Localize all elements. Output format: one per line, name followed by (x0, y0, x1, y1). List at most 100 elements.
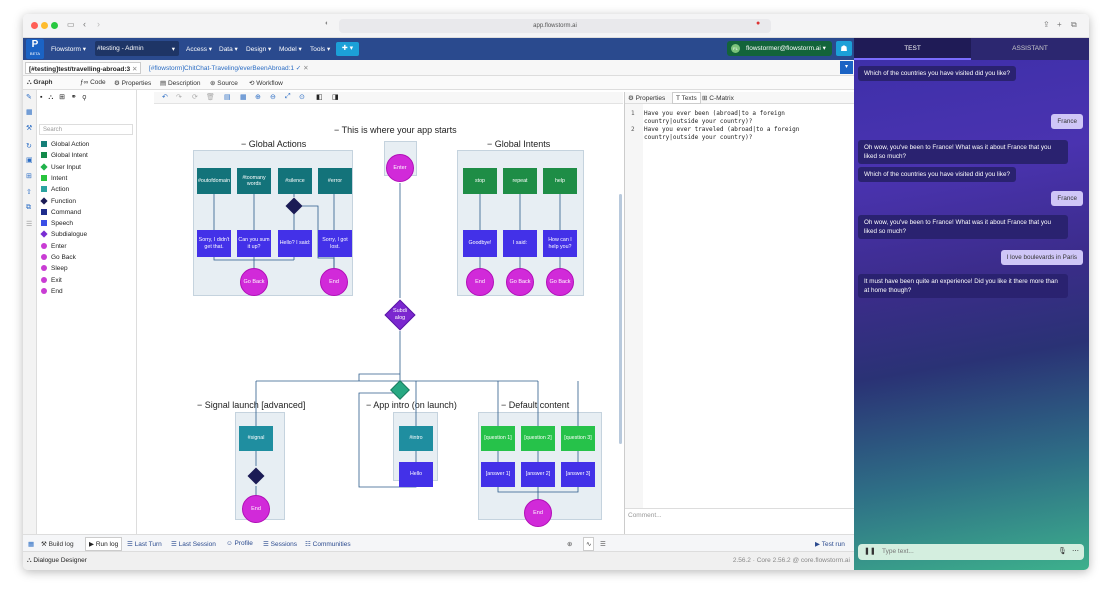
palette-item-global-action[interactable]: Global Action (41, 141, 89, 148)
nodes-icon[interactable]: ⊞ (59, 94, 65, 101)
profile-button[interactable]: ☺ Profile (226, 540, 253, 547)
speech-sum-up[interactable]: Can you sum it up? (237, 230, 271, 257)
speech-i-said[interactable]: I said: (503, 230, 537, 257)
build-log-button[interactable]: ⚒ Build log (41, 541, 74, 548)
menu-data[interactable]: Data ▾ (219, 46, 238, 53)
user-menu[interactable]: FL flowstormer@flowstorm.ai ▾ (727, 41, 832, 56)
url-bar[interactable]: app.flowstorm.ai (339, 19, 771, 33)
end-node[interactable]: End (320, 268, 348, 296)
expand-icon[interactable]: ⤢ (285, 93, 291, 100)
split-left-icon[interactable]: ◧ (316, 94, 323, 101)
question-1-intent[interactable]: [question 1] (481, 426, 515, 451)
error-action[interactable]: #error (318, 168, 352, 194)
fit-icon[interactable]: ▤ (224, 94, 231, 101)
toomanywords-action[interactable]: #toomany words (237, 168, 271, 194)
speech-got-lost[interactable]: Sorry, I got lost. (318, 230, 352, 257)
flowstorm-logo[interactable]: P BETA (26, 39, 44, 59)
run-log-button[interactable]: ▶ Run log (85, 537, 123, 551)
undo-icon[interactable]: ↶ (162, 94, 168, 101)
speech-how-help[interactable]: How can I help you? (543, 230, 577, 257)
forward-icon[interactable]: › (97, 19, 100, 29)
palette-item-command[interactable]: Command (41, 208, 81, 216)
end-node[interactable]: End (242, 495, 270, 523)
tab-description[interactable]: ▤ Description (160, 80, 201, 87)
project-select[interactable]: #testing - Admin▾ (95, 41, 179, 56)
menu-design[interactable]: Design ▾ (246, 46, 272, 53)
tab-source[interactable]: ⊛ Source (210, 80, 238, 87)
reset-zoom-icon[interactable]: ⊙ (299, 94, 305, 101)
delete-icon[interactable]: 🗑 (206, 94, 215, 101)
palette-item-speech[interactable]: Speech (41, 220, 73, 227)
tab-assistant[interactable]: ASSISTANT (971, 38, 1089, 60)
sessions-button[interactable]: ☰ Sessions (263, 541, 298, 548)
tab-properties[interactable]: ⚙ Properties (114, 80, 152, 87)
go-back-node[interactable]: Go Back (546, 268, 574, 296)
palette-item-enter[interactable]: Enter (41, 242, 67, 250)
zoom-in-icon[interactable]: ⊕ (255, 94, 261, 101)
answer-1-speech[interactable]: [answer 1] (481, 462, 515, 487)
wave-icon[interactable]: ∿ (583, 537, 595, 551)
pause-icon[interactable]: ❚❚ (864, 548, 876, 555)
test-run-button[interactable]: ▶ Test run (815, 541, 845, 548)
text-line[interactable]: Have you ever traveled (abroad|to a fore… (644, 126, 800, 141)
palette-search-input[interactable]: Search (39, 124, 133, 135)
tab-workflow[interactable]: ⟲ Workflow (249, 80, 283, 87)
zoom-out-icon[interactable]: ⊖ (270, 94, 276, 101)
collapse-icon[interactable]: ▦ (28, 541, 35, 548)
menu-icon[interactable]: ☰ (600, 541, 606, 548)
new-tab-icon[interactable]: + (1057, 20, 1062, 29)
tabs-dropdown-icon[interactable]: ▾ (840, 61, 853, 74)
tab-travelling-abroad[interactable]: [#testing]test/travelling-abroad:3 ✕ (25, 62, 142, 74)
back-icon[interactable]: ‹ (83, 19, 86, 29)
palette-item-sleep[interactable]: Sleep (41, 265, 68, 272)
signal-action[interactable]: #signal (239, 426, 273, 451)
wrench-icon[interactable]: ⚒ (26, 125, 33, 132)
grid-icon[interactable]: ▦ (240, 94, 247, 101)
outofdomain-action[interactable]: #outofdomain (197, 168, 231, 194)
palette-item-global-intent[interactable]: Global Intent (41, 152, 88, 159)
palette-item-function[interactable]: Function (40, 196, 76, 205)
redo-icon[interactable]: ↷ (176, 94, 182, 101)
tab-code[interactable]: ƒ∞ Code (80, 79, 106, 86)
refresh-icon[interactable]: ↻ (26, 143, 32, 150)
sidebar-toggle-icon[interactable]: ▭ (67, 20, 75, 29)
go-back-node[interactable]: Go Back (506, 268, 534, 296)
target-icon[interactable]: ⊕ (567, 541, 573, 548)
tab-test[interactable]: TEST (854, 38, 971, 60)
tree-icon[interactable]: ⛬ (48, 94, 54, 101)
split-right-icon[interactable]: ◨ (332, 94, 339, 101)
end-node[interactable]: End (466, 268, 494, 296)
menu-model[interactable]: Model ▾ (279, 46, 302, 53)
speech-didnt-get[interactable]: Sorry, I didn't get that. (197, 230, 231, 257)
speech-hello[interactable]: Hello (399, 462, 433, 487)
communities-button[interactable]: ☷ Communities (305, 541, 351, 548)
palette-item-exit[interactable]: Exit (41, 276, 62, 284)
silence-action[interactable]: #silence (278, 168, 312, 194)
tab-ever-been-abroad[interactable]: [#flowstorm]ChitChat-Traveling/everBeenA… (149, 65, 309, 72)
upload-icon[interactable]: ⇧ (26, 189, 32, 196)
pointer-icon[interactable]: ▪ (40, 94, 43, 101)
answer-2-speech[interactable]: [answer 2] (521, 462, 555, 487)
minimize-window-icon[interactable] (41, 22, 48, 29)
go-back-node[interactable]: Go Back (240, 268, 268, 296)
palette-item-action[interactable]: Action (41, 186, 69, 193)
tab-properties-panel[interactable]: ⚙ Properties (628, 95, 666, 102)
share-icon[interactable]: ⇪ (1043, 20, 1050, 29)
copy-icon[interactable]: ⧉ (26, 204, 31, 211)
intro-action[interactable]: #intro (399, 426, 433, 451)
search-icon[interactable]: ⚲ (82, 94, 87, 101)
last-turn-button[interactable]: ☰ Last Turn (127, 541, 162, 548)
vertical-scrollbar[interactable] (619, 194, 622, 444)
text-line[interactable]: Have you ever been (abroad|to a foreign … (644, 110, 785, 125)
menu-tools[interactable]: Tools ▾ (310, 46, 331, 53)
menu-flowstorm[interactable]: Flowstorm ▾ (51, 46, 87, 53)
chat-input[interactable]: Type text... (882, 548, 914, 555)
comment-input[interactable]: Comment... (625, 508, 855, 534)
save-icon[interactable]: ▣ (26, 157, 33, 164)
maximize-window-icon[interactable] (51, 22, 58, 29)
repeat-intent[interactable]: repeat (503, 168, 537, 194)
enter-node[interactable]: Enter (386, 154, 414, 182)
add-icon[interactable]: ⊞ (26, 173, 32, 180)
question-2-intent[interactable]: [question 2] (521, 426, 555, 451)
stop-intent[interactable]: stop (463, 168, 497, 194)
